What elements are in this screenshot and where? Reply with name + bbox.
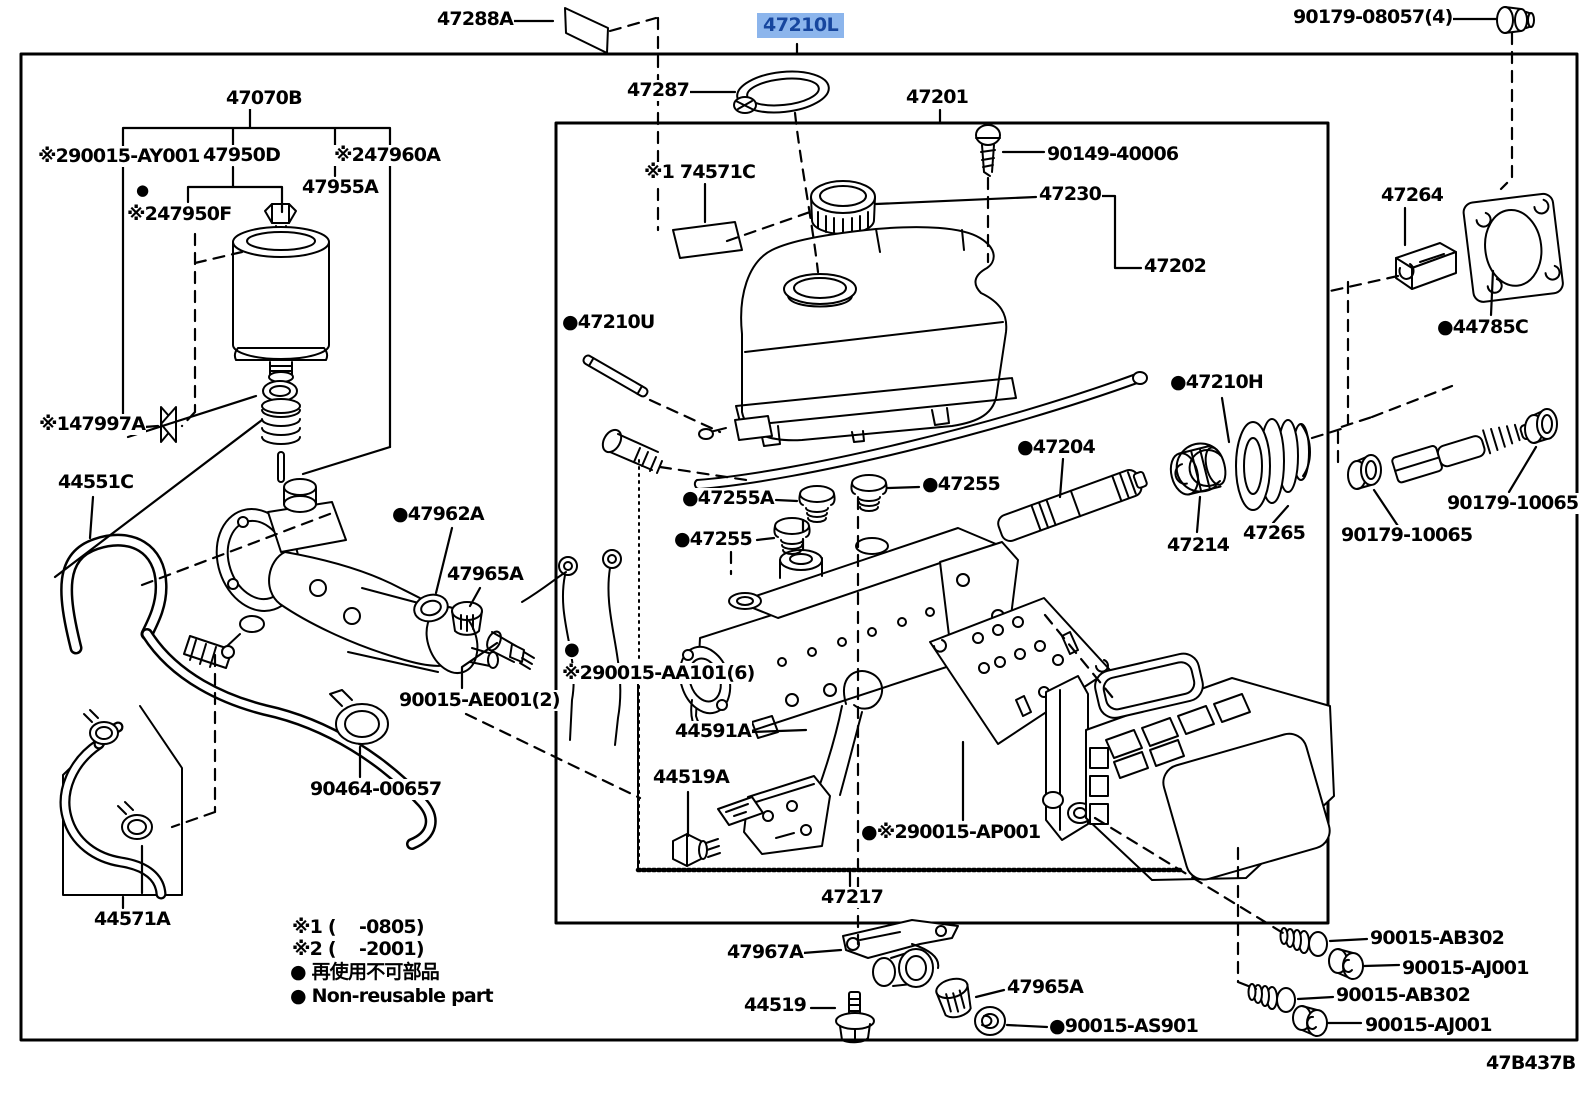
nut-90179-08057 [1496, 6, 1535, 34]
washer-90015-AS901 [974, 1006, 1006, 1036]
screw-90149-40006 [975, 124, 1001, 177]
part-label: ● 再使用不可部品 [289, 961, 440, 983]
part-label: ※1 ( -0805) [291, 916, 425, 938]
part-label: 47950D [202, 144, 282, 166]
part-drawings [59, 6, 1564, 1044]
part-label: ●47255 [921, 473, 1001, 495]
part-label: 90149-40006 [1046, 143, 1180, 165]
clamp-90464-00657 [329, 689, 389, 745]
part-label: ※290015-AA101(6) [561, 662, 756, 684]
part-label: 44571A [93, 908, 172, 930]
sticker-47288A [564, 7, 609, 54]
cage-47965A-bottom [935, 977, 972, 1019]
bolt-290015-AA101 [601, 428, 663, 474]
part-label: ※2 ( -2001) [291, 938, 425, 960]
grommet-47255-right [850, 474, 888, 512]
part-label: 47214 [1166, 534, 1231, 556]
part-label: 90179-08057(4) [1292, 6, 1454, 28]
boot-47265 [1235, 418, 1311, 511]
modulator-plate [929, 597, 1111, 745]
grommet-47255-left [773, 517, 811, 555]
part-label: ※247950F [126, 203, 233, 225]
part-label: 90015-AJ001 [1364, 1014, 1493, 1036]
snap-ring-47210H [1175, 442, 1222, 493]
part-label: ●47255 [673, 528, 753, 550]
part-label: 44551C [57, 471, 135, 493]
part-label: 90464-00657 [309, 778, 443, 800]
bracket-44591A [717, 670, 884, 855]
cage-47965A-left [451, 601, 483, 636]
part-label: 90179-10065 [1446, 492, 1580, 514]
part-label: ●47255A [681, 487, 775, 509]
part-label: 90015-AJ001 [1401, 957, 1530, 979]
part-label: 47201 [905, 86, 970, 108]
drawing-number: 47B437B [1485, 1052, 1577, 1074]
part-label: 44519 [743, 994, 808, 1016]
part-label: 90179-10065 [1340, 524, 1474, 546]
bolt-44519 [835, 991, 875, 1044]
pump-assembly [215, 478, 622, 746]
piston-47204 [997, 469, 1148, 542]
part-label: 47967A [726, 941, 805, 963]
part-label: 90015-AE001(2) [398, 689, 561, 711]
nut-90179-10065-left [1347, 454, 1382, 490]
pin-47210U [582, 354, 649, 398]
part-label: 47965A [1006, 976, 1085, 998]
grommet-47255A [798, 485, 836, 523]
screw-90015-AB302-1 [1279, 927, 1328, 957]
part-label: 47955A [301, 176, 380, 198]
part-label: ※290015-AY001 [37, 145, 201, 167]
part-label: 47287 [626, 79, 691, 101]
leader-lines [53, 17, 1538, 1029]
part-label: 44591A [674, 720, 753, 742]
part-label-highlighted[interactable]: 47210L [757, 13, 845, 38]
part-label: 47265 [1242, 522, 1307, 544]
part-label: 44519A [652, 766, 731, 788]
sticker-74571C [672, 221, 743, 259]
cap-90015-AJ001-2 [1292, 1005, 1328, 1037]
oring-47287 [733, 70, 830, 114]
tube-44551C [60, 533, 437, 850]
part-label: 47264 [1380, 184, 1445, 206]
part-label: ● [136, 181, 149, 199]
part-label: ※147997A [38, 413, 147, 435]
part-label: 47288A [436, 8, 515, 30]
part-label: ●47210H [1169, 371, 1264, 393]
part-label: 47202 [1143, 255, 1208, 277]
bracket-47967A [842, 919, 959, 988]
part-label: ●47210U [561, 311, 656, 333]
gasket-44785C [1462, 192, 1564, 303]
bolt-90015-AE001 [486, 630, 535, 670]
part-label: ※1 74571C [643, 161, 757, 183]
bolt-44519A [672, 833, 721, 867]
cap-47230 [810, 180, 876, 236]
cap-90015-AJ001-1 [1328, 948, 1364, 980]
part-label: ●44785C [1436, 316, 1530, 338]
nut-90179-10065-right [1524, 408, 1558, 444]
part-label: 90015-AB302 [1335, 984, 1472, 1006]
part-label: ●47204 [1016, 436, 1096, 458]
clamp-47264 [1395, 242, 1457, 290]
part-label: 47965A [446, 563, 525, 585]
accumulator-47950D [232, 203, 330, 483]
abs-actuator [1042, 652, 1335, 881]
part-label: 90015-AB302 [1369, 927, 1506, 949]
seal-47962A [413, 593, 449, 623]
part-label: ●90015-AS901 [1048, 1015, 1200, 1037]
hose-44571A [59, 705, 183, 900]
part-label: ● [564, 639, 580, 660]
part-label: 47230 [1038, 183, 1103, 205]
part-label: ※247960A [333, 144, 442, 166]
push-rod [1391, 423, 1534, 484]
part-label: 47070B [225, 87, 303, 109]
part-label: 47217 [820, 886, 885, 908]
part-label: ● Non-reusable part [289, 985, 494, 1007]
part-label: ●47962A [391, 503, 485, 525]
part-label: ●※290015-AP001 [860, 821, 1042, 843]
